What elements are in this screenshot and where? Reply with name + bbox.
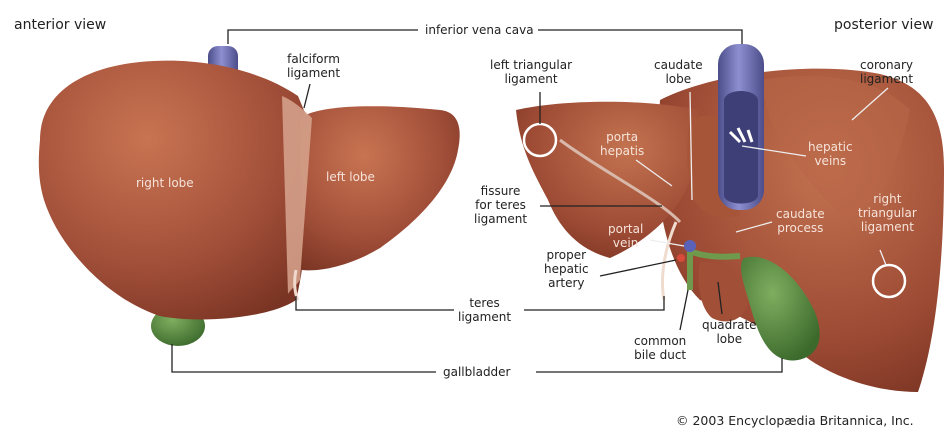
- label-porta-hepatis: porta hepatis: [600, 130, 644, 158]
- label-left-lobe: left lobe: [326, 170, 375, 184]
- ivc-line-left: [228, 30, 418, 44]
- falciform-line: [304, 84, 310, 108]
- label-caudate-lobe: caudate lobe: [654, 58, 703, 86]
- label-coronary-ligament: coronary ligament: [860, 58, 913, 86]
- label-right-lobe: right lobe: [136, 176, 194, 190]
- left-lobe-shape: [300, 106, 460, 270]
- label-caudate-process: caudate process: [776, 207, 825, 235]
- label-proper-hepatic-artery: proper hepatic artery: [544, 248, 589, 290]
- label-quadrate-lobe: quadrate lobe: [702, 318, 757, 346]
- label-fissure-for-teres-ligament: fissure for teres ligament: [474, 184, 527, 226]
- portal-vein-vessel: [684, 240, 696, 252]
- teres-line-right: [524, 296, 664, 310]
- right-lobe-shape: [39, 61, 309, 320]
- label-inferior-vena-cava: inferior vena cava: [422, 23, 537, 37]
- label-hepatic-veins: hepatic veins: [808, 140, 853, 168]
- label-common-bile-duct: common bile duct: [634, 334, 686, 362]
- copyright-credit: © 2003 Encyclopædia Britannica, Inc.: [676, 414, 914, 428]
- gallbladder-line: [172, 344, 436, 372]
- label-right-triangular-ligament: right triangular ligament: [858, 192, 917, 234]
- posterior-view-title: posterior view: [834, 18, 934, 32]
- hepatic-artery-vessel: [677, 254, 685, 262]
- anterior-view-title: anterior view: [14, 18, 106, 32]
- common-bile-duct-line: [680, 290, 688, 330]
- ivc-line-right: [538, 30, 742, 44]
- label-left-triangular-ligament: left triangular ligament: [490, 58, 572, 86]
- label-falciform-ligament: falciform ligament: [287, 52, 340, 80]
- label-gallbladder: gallbladder: [440, 365, 514, 379]
- label-portal-vein: portal vein: [608, 222, 643, 250]
- teres-line: [296, 296, 454, 310]
- anterior-liver: [39, 46, 460, 346]
- label-teres-ligament: teres ligament: [458, 296, 511, 324]
